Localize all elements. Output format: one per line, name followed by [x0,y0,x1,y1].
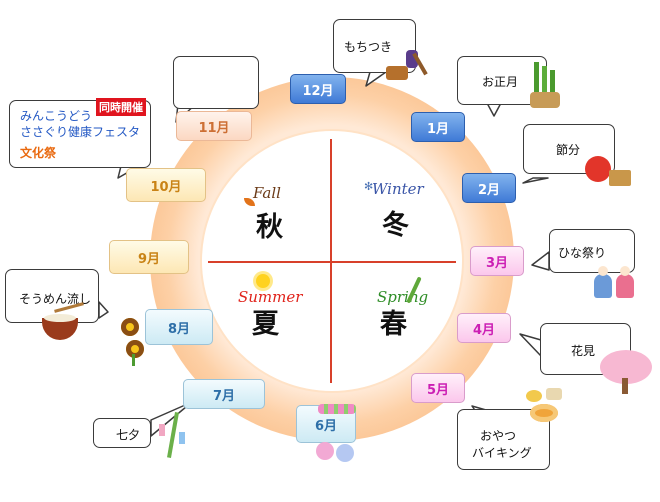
winter-kanji: 冬 [382,210,409,241]
festival-name-2: ささぐり健康フェスタ [20,125,141,139]
simultaneous-badge: 同時開催 [96,98,146,116]
spring-kanji: 春 [380,309,407,340]
cherry-blossom-icon [598,348,654,396]
divider-vertical [330,139,332,383]
tail-somen [98,301,109,319]
month-3-tag: 3月 [470,246,524,276]
month-2-tag: 2月 [462,173,516,203]
hina-dolls-icon [590,266,642,300]
somen-text: そうめん流し [19,292,92,306]
oni-mask-icon [583,156,635,188]
kadomatsu-icon [526,62,566,110]
rice-pounding-icon [382,48,434,82]
snowflake-icon: ✻ [364,180,374,193]
month-7-tag: 7月 [183,379,265,409]
mochitsuki-callout: もちつき [333,19,416,73]
sun-icon [256,274,270,288]
november-callout [173,56,259,109]
tail-setsubun [522,177,549,184]
hanami-text: 花見 [571,344,596,358]
summer-kanji: 夏 [252,309,279,340]
oshogatsu-text: お正月 [482,75,519,89]
sweets-icon [520,386,576,426]
month-11-tag: 11月 [176,111,252,141]
setsubun-text: 節分 [556,143,581,157]
bamboo-icon [155,412,193,458]
summer-label: Summer [238,288,303,306]
tanabata-callout: 七夕 [93,418,151,448]
month-10-tag: 10月 [126,168,206,202]
hinamatsuri-callout: ひな祭り [549,229,635,273]
tanabata-text: 七夕 [116,428,141,442]
month-5-tag: 5月 [411,373,465,403]
spring-label: Spring [377,288,429,306]
flower-garland-icon [318,404,356,414]
divider-horizontal [208,261,456,263]
sunflower-icon [118,318,148,366]
oyatsu-callout: おやつ バイキング [457,409,550,470]
tail-hanami [519,333,542,357]
month-1-tag: 1月 [411,112,465,142]
leaf-icon [244,198,255,206]
winter-label: Winter [372,180,424,198]
festival-callout: みんこうどう ささぐり健康フェスタ 文化祭 [9,100,151,168]
month-9-tag: 9月 [109,240,189,274]
culture-festival-text: 文化祭 [20,146,57,160]
month-4-tag: 4月 [457,313,511,343]
month-12-tag: 12月 [290,74,346,104]
festival-name-1: みんこうどう [20,109,93,123]
fall-label: Fall [253,184,281,202]
oyatsu-text-1: おやつ [480,429,517,443]
hydrangea-icon [314,440,358,468]
hinamatsuri-text: ひな祭り [558,246,607,260]
tail-hinamatsuri [531,251,550,271]
noodle-bowl-icon [40,302,84,344]
month-8-tag: 8月 [145,309,213,345]
fall-kanji: 秋 [256,212,283,243]
oyatsu-text-2: バイキング [472,446,532,460]
mochitsuki-text: もちつき [344,40,393,54]
